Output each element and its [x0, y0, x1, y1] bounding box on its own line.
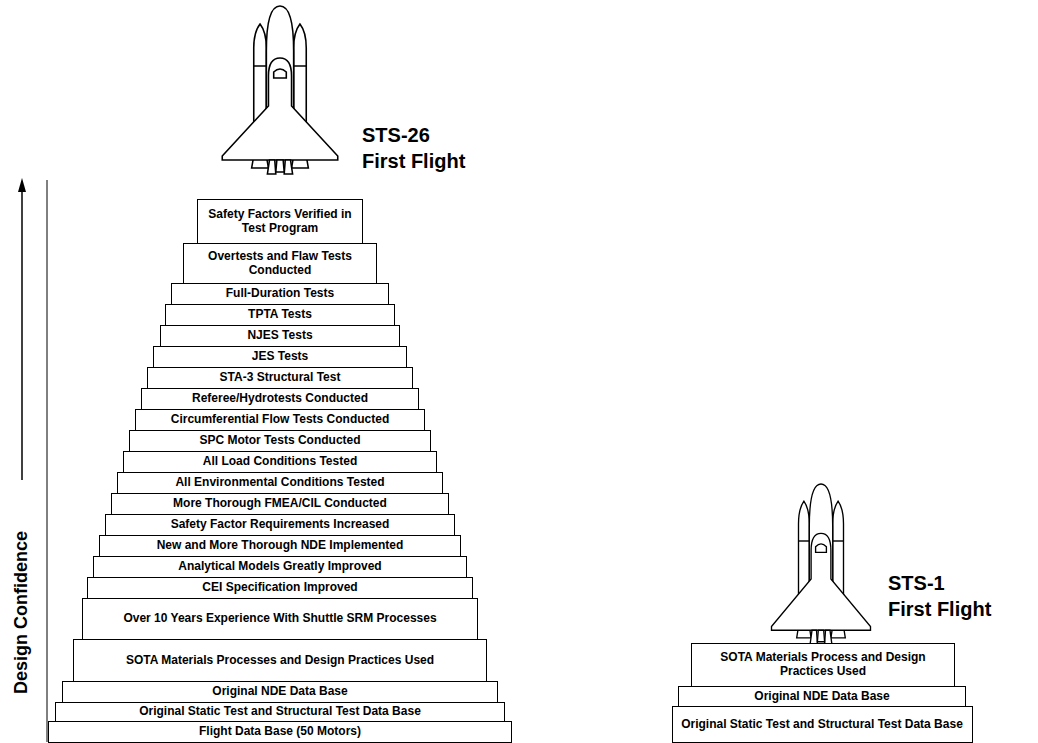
step-text: Safety Factor Requirements Increased	[165, 517, 396, 533]
step-box: Analytical Models Greatly Improved	[93, 556, 467, 578]
step-box: All Load Conditions Tested	[123, 451, 437, 473]
step-text: Analytical Models Greatly Improved	[172, 559, 387, 575]
step-text: STA-3 Structural Test	[214, 370, 347, 386]
step-text: SOTA Materials Processes and Design Prac…	[120, 653, 440, 669]
step-text: New and More Thorough NDE Implemented	[151, 538, 410, 554]
step-text: TPTA Tests	[242, 307, 318, 323]
title-label: First Flight	[888, 598, 991, 620]
step-box: All Environmental Conditions Tested	[117, 472, 443, 494]
step-box: Original NDE Data Base	[678, 686, 966, 707]
step-text: SPC Motor Tests Conducted	[193, 433, 366, 449]
step-box: Original NDE Data Base	[62, 681, 498, 703]
step-text: Full-Duration Tests	[220, 286, 340, 302]
step-box: Original Static Test and Structural Test…	[672, 706, 973, 743]
step-text: All Load Conditions Tested	[197, 454, 363, 470]
axis-arrow	[21, 182, 23, 480]
step-box: Safety Factors Verified in Test Program	[197, 199, 363, 244]
axis-line	[47, 180, 48, 742]
step-box: New and More Thorough NDE Implemented	[99, 535, 461, 557]
step-box: CEI Specification Improved	[87, 577, 473, 599]
step-box: Circumferential Flow Tests Conducted	[135, 409, 425, 431]
step-text: SOTA Materials Process and Design Practi…	[692, 650, 954, 680]
step-box: SPC Motor Tests Conducted	[129, 430, 431, 452]
title-label: First Flight	[362, 150, 465, 172]
shuttle-illustration	[222, 6, 338, 174]
title-label: STS-1	[888, 572, 945, 594]
step-text: Original NDE Data Base	[748, 689, 895, 705]
step-box: SOTA Materials Processes and Design Prac…	[73, 639, 487, 682]
step-box: SOTA Materials Process and Design Practi…	[691, 643, 955, 687]
step-text: Circumferential Flow Tests Conducted	[165, 412, 395, 428]
step-text: JES Tests	[246, 349, 314, 365]
step-box: Flight Data Base (50 Motors)	[48, 721, 512, 743]
arrow-head	[18, 178, 26, 192]
step-text: Referee/Hydrotests Conducted	[186, 391, 374, 407]
step-text: Overtests and Flaw Tests Conducted	[184, 249, 376, 279]
axis-label: Design Confidence	[12, 530, 33, 693]
title-label: STS-26	[362, 124, 430, 146]
step-box: Referee/Hydrotests Conducted	[141, 388, 419, 410]
step-box: Overtests and Flaw Tests Conducted	[183, 243, 377, 284]
step-box: Full-Duration Tests	[171, 283, 389, 305]
step-text: More Thorough FMEA/CIL Conducted	[167, 496, 393, 512]
step-text: Original NDE Data Base	[206, 684, 353, 700]
step-text: Over 10 Years Experience With Shuttle SR…	[117, 611, 442, 627]
step-text: All Environmental Conditions Tested	[169, 475, 390, 491]
step-box: More Thorough FMEA/CIL Conducted	[111, 493, 449, 515]
step-box: Safety Factor Requirements Increased	[105, 514, 455, 536]
step-box: Original Static Test and Structural Test…	[55, 702, 505, 722]
step-box: JES Tests	[153, 346, 407, 368]
step-text: Flight Data Base (50 Motors)	[193, 724, 367, 740]
step-text: CEI Specification Improved	[196, 580, 363, 596]
step-text: Original Static Test and Structural Test…	[133, 704, 427, 720]
shuttle-illustration	[772, 484, 871, 644]
step-text: Safety Factors Verified in Test Program	[198, 207, 362, 237]
step-box: NJES Tests	[160, 325, 400, 347]
step-text: Original Static Test and Structural Test…	[675, 717, 969, 733]
step-box: Over 10 Years Experience With Shuttle SR…	[82, 598, 478, 640]
step-box: STA-3 Structural Test	[147, 367, 413, 389]
step-text: NJES Tests	[241, 328, 318, 344]
step-box: TPTA Tests	[165, 304, 395, 326]
